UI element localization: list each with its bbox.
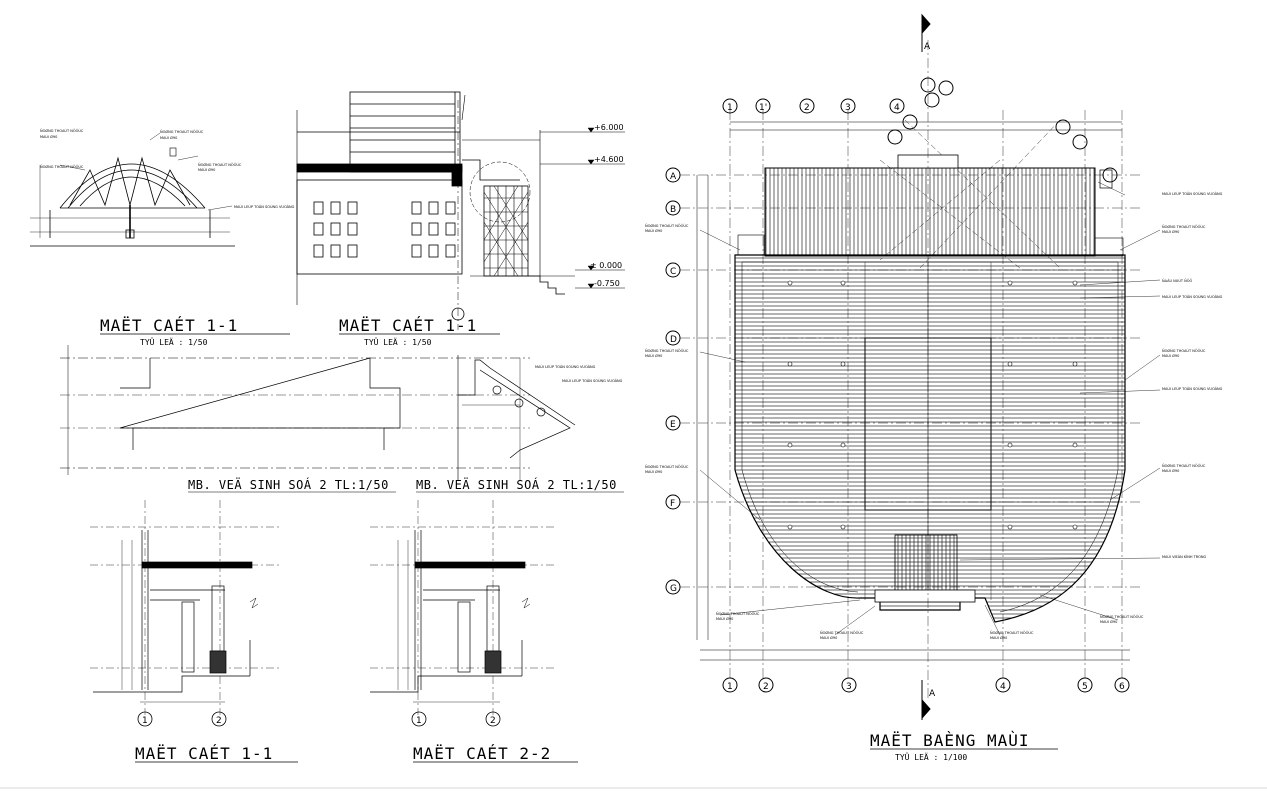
scale-roof-plan: TYÛ LEÄ : 1/100: [895, 751, 967, 762]
svg-text:4: 4: [1000, 682, 1006, 692]
svg-text:MAÙI Ø90: MAÙI Ø90: [160, 135, 177, 140]
svg-text:ÑOØNG THOAÙT NÖÔÙC: ÑOØNG THOAÙT NÖÔÙC: [645, 348, 689, 353]
svg-text:MAÙI Ø90: MAÙI Ø90: [645, 228, 662, 233]
svg-text:4: 4: [894, 103, 900, 113]
svg-text:MAÙI LEÙP TOÂN SOÙNG VUOÂNG: MAÙI LEÙP TOÂN SOÙNG VUOÂNG: [562, 378, 623, 383]
arched-roof-notes: ÑOØNG THOAÙT NÖÔÙC MAÙI Ø90 ÑOØNG THOAÙT…: [40, 128, 295, 209]
svg-text:B: B: [670, 205, 676, 215]
title-roof-plan: MAËT BAÈNG MAÙI: [870, 731, 1030, 750]
svg-text:2: 2: [763, 682, 769, 692]
level-0750: -0.750: [594, 279, 620, 288]
svg-text:ÑOØNG THOAÙT NÖÔÙC: ÑOØNG THOAÙT NÖÔÙC: [160, 129, 204, 134]
svg-text:ÑOØNG THOAÙT NÖÔÙC: ÑOØNG THOAÙT NÖÔÙC: [198, 162, 242, 167]
roof-plan-grid: [680, 40, 1140, 700]
svg-text:ÑOØNG THOAÙT NÖÔÙC: ÑOØNG THOAÙT NÖÔÙC: [990, 630, 1034, 635]
section-2-2-axis-2: 2: [490, 716, 496, 726]
title-section-1-1-bottom: MAËT CAÉT 1-1: [135, 744, 273, 763]
section-2-2-axis-1: 1: [416, 716, 422, 726]
svg-text:ÑOØNG THOAÙT NÖÔÙC: ÑOØNG THOAÙT NÖÔÙC: [40, 128, 84, 133]
toilet-plan-notes: MAÙI LEÙP TOÂN SOÙNG VUOÂNG MAÙI LEÙP TO…: [535, 364, 623, 383]
section-a-label-top: A: [924, 42, 931, 52]
title-toilet-plan-a: MB. VEÄ SINH SOÁ 2 TL:1/50: [188, 477, 389, 492]
section-1-1-drawing: [90, 500, 280, 715]
section-1-1-axis-1: 1: [142, 716, 148, 726]
svg-text:ÑOØNG THOAÙT NÖÔÙC: ÑOØNG THOAÙT NÖÔÙC: [645, 464, 689, 469]
level-6000: +6.000: [594, 123, 624, 132]
svg-text:3: 3: [846, 682, 852, 692]
svg-text:6: 6: [1119, 682, 1125, 692]
svg-text:1': 1': [759, 103, 767, 113]
svg-text:MAÙI Ø90: MAÙI Ø90: [40, 134, 57, 139]
svg-text:F: F: [670, 499, 675, 509]
svg-text:D: D: [670, 335, 677, 345]
svg-text:ÑOØNG THOAÙT NÖÔÙC: ÑOØNG THOAÙT NÖÔÙC: [1100, 614, 1144, 619]
svg-text:MAÙI Ø90: MAÙI Ø90: [1162, 229, 1179, 234]
roof-plan-notes: ÑOØNG THOAÙT NÖÔÙC MAÙI Ø90 ÑOØNG THOAÙT…: [645, 191, 1223, 640]
svg-text:3: 3: [845, 103, 851, 113]
svg-text:MAÙI Ø90: MAÙI Ø90: [990, 635, 1007, 640]
svg-text:ÑOØNG THOAÙT NÖÔÙC: ÑOØNG THOAÙT NÖÔÙC: [1162, 463, 1206, 468]
svg-text:MAÙI LEÙP TOÂN SOÙNG VUOÂNG: MAÙI LEÙP TOÂN SOÙNG VUOÂNG: [535, 364, 596, 369]
svg-text:MAÙI Ø90: MAÙI Ø90: [198, 167, 215, 172]
title-toilet-plan-b: MB. VEÄ SINH SOÁ 2 TL:1/50: [416, 477, 617, 492]
middle-titles: MB. VEÄ SINH SOÁ 2 TL:1/50 MB. VEÄ SINH …: [188, 477, 617, 492]
level-labels: +6.000 +4.600 ± 0.000 -0.750: [590, 123, 624, 288]
roof-axis-bubbles-left: [665, 167, 681, 595]
svg-text:MAÙI VIEÀN KÍNH TRONG: MAÙI VIEÀN KÍNH TRONG: [1162, 554, 1207, 559]
svg-text:ÑOØNG THOAÙT NÖÔÙC: ÑOØNG THOAÙT NÖÔÙC: [820, 630, 864, 635]
svg-text:MAÙI LEÙP TOÂN SOÙNG VUOÂNG: MAÙI LEÙP TOÂN SOÙNG VUOÂNG: [1162, 294, 1223, 299]
building-elevation: [296, 91, 575, 330]
section-a-label-bottom: A: [929, 689, 936, 699]
roof-plan-dimensions: [696, 121, 1130, 661]
section-1-1-axis-bubbles: [137, 711, 227, 727]
svg-text:ÑAÀU NUÙT ÑÔÕ: ÑAÀU NUÙT ÑÔÕ: [1162, 278, 1193, 283]
svg-text:E: E: [670, 420, 676, 430]
roof-axis-bubbles-diagonal: [887, 77, 1118, 183]
svg-text:ÑOØNG THOAÙT NÖÔÙC: ÑOØNG THOAÙT NÖÔÙC: [645, 223, 689, 228]
svg-text:MAÙI Ø90: MAÙI Ø90: [1162, 468, 1179, 473]
section-2-2-drawing: [370, 500, 555, 715]
svg-text:5: 5: [1082, 682, 1088, 692]
roof-axis-bubbles-top: [722, 98, 905, 114]
toilet-plan-strip: [60, 345, 576, 480]
title-section-2-2-bottom: MAËT CAÉT 2-2: [413, 744, 551, 763]
svg-text:MAÙI LEÙP TOÂN SOÙNG VUOÂNG: MAÙI LEÙP TOÂN SOÙNG VUOÂNG: [1162, 386, 1223, 391]
svg-text:ÑOØNG THOAÙT NÖÔÙC: ÑOØNG THOAÙT NÖÔÙC: [716, 611, 760, 616]
elevation-level-marks: [540, 127, 625, 289]
svg-text:ÑOØNG THOAÙT NÖÔÙC: ÑOØNG THOAÙT NÖÔÙC: [1162, 348, 1206, 353]
svg-text:ÑOØNG THOAÙT NÖÔÙC: ÑOØNG THOAÙT NÖÔÙC: [1162, 224, 1206, 229]
svg-text:MAÙI Ø90: MAÙI Ø90: [1162, 353, 1179, 358]
svg-text:MAÙI LEÙP TOÂN SOÙNG VUOÂNG: MAÙI LEÙP TOÂN SOÙNG VUOÂNG: [1162, 191, 1223, 196]
svg-text:MAÙI Ø90: MAÙI Ø90: [645, 353, 662, 358]
top-titles: MAËT CAÉT 1-1 TYÛ LEÄ : 1/50 MAËT CAÉT 1…: [100, 316, 477, 347]
arched-roof-section: [30, 132, 235, 247]
roof-plan: [734, 119, 1126, 623]
section-a-marker-bottom: [921, 680, 931, 720]
svg-text:MAÙI Ø90: MAÙI Ø90: [716, 616, 733, 621]
section-a-marker-top: [921, 13, 931, 52]
svg-text:C: C: [670, 267, 676, 277]
scale-section-1-1-b: TYÛ LEÄ : 1/50: [364, 336, 432, 347]
title-section-1-1-b: MAËT CAÉT 1-1: [339, 316, 477, 335]
level-0000: ± 0.000: [590, 261, 622, 270]
section-2-2-axis-bubbles: [411, 711, 501, 727]
level-4600: +4.600: [594, 155, 624, 164]
svg-text:ÑOØNG THOAÙT NÖÔÙC: ÑOØNG THOAÙT NÖÔÙC: [40, 164, 84, 169]
svg-text:1: 1: [727, 103, 733, 113]
svg-text:A: A: [670, 172, 677, 182]
svg-text:MAÙI Ø90: MAÙI Ø90: [645, 469, 662, 474]
svg-text:G: G: [670, 584, 677, 594]
svg-text:2: 2: [804, 103, 810, 113]
section-1-1-axis-2: 2: [216, 716, 222, 726]
title-section-1-1-a: MAËT CAÉT 1-1: [100, 316, 238, 335]
svg-text:MAÙI Ø90: MAÙI Ø90: [1100, 619, 1117, 624]
svg-text:1: 1: [727, 682, 733, 692]
svg-text:MAÙI Ø90: MAÙI Ø90: [820, 635, 837, 640]
svg-text:MAÙI LEÙP TOÂN SOÙNG VUOÂNG: MAÙI LEÙP TOÂN SOÙNG VUOÂNG: [234, 204, 295, 209]
scale-section-1-1-a: TYÛ LEÄ : 1/50: [140, 336, 208, 347]
roof-plan-leaders: [699, 181, 1161, 636]
roof-axis-bubbles-bottom: [722, 677, 1130, 693]
